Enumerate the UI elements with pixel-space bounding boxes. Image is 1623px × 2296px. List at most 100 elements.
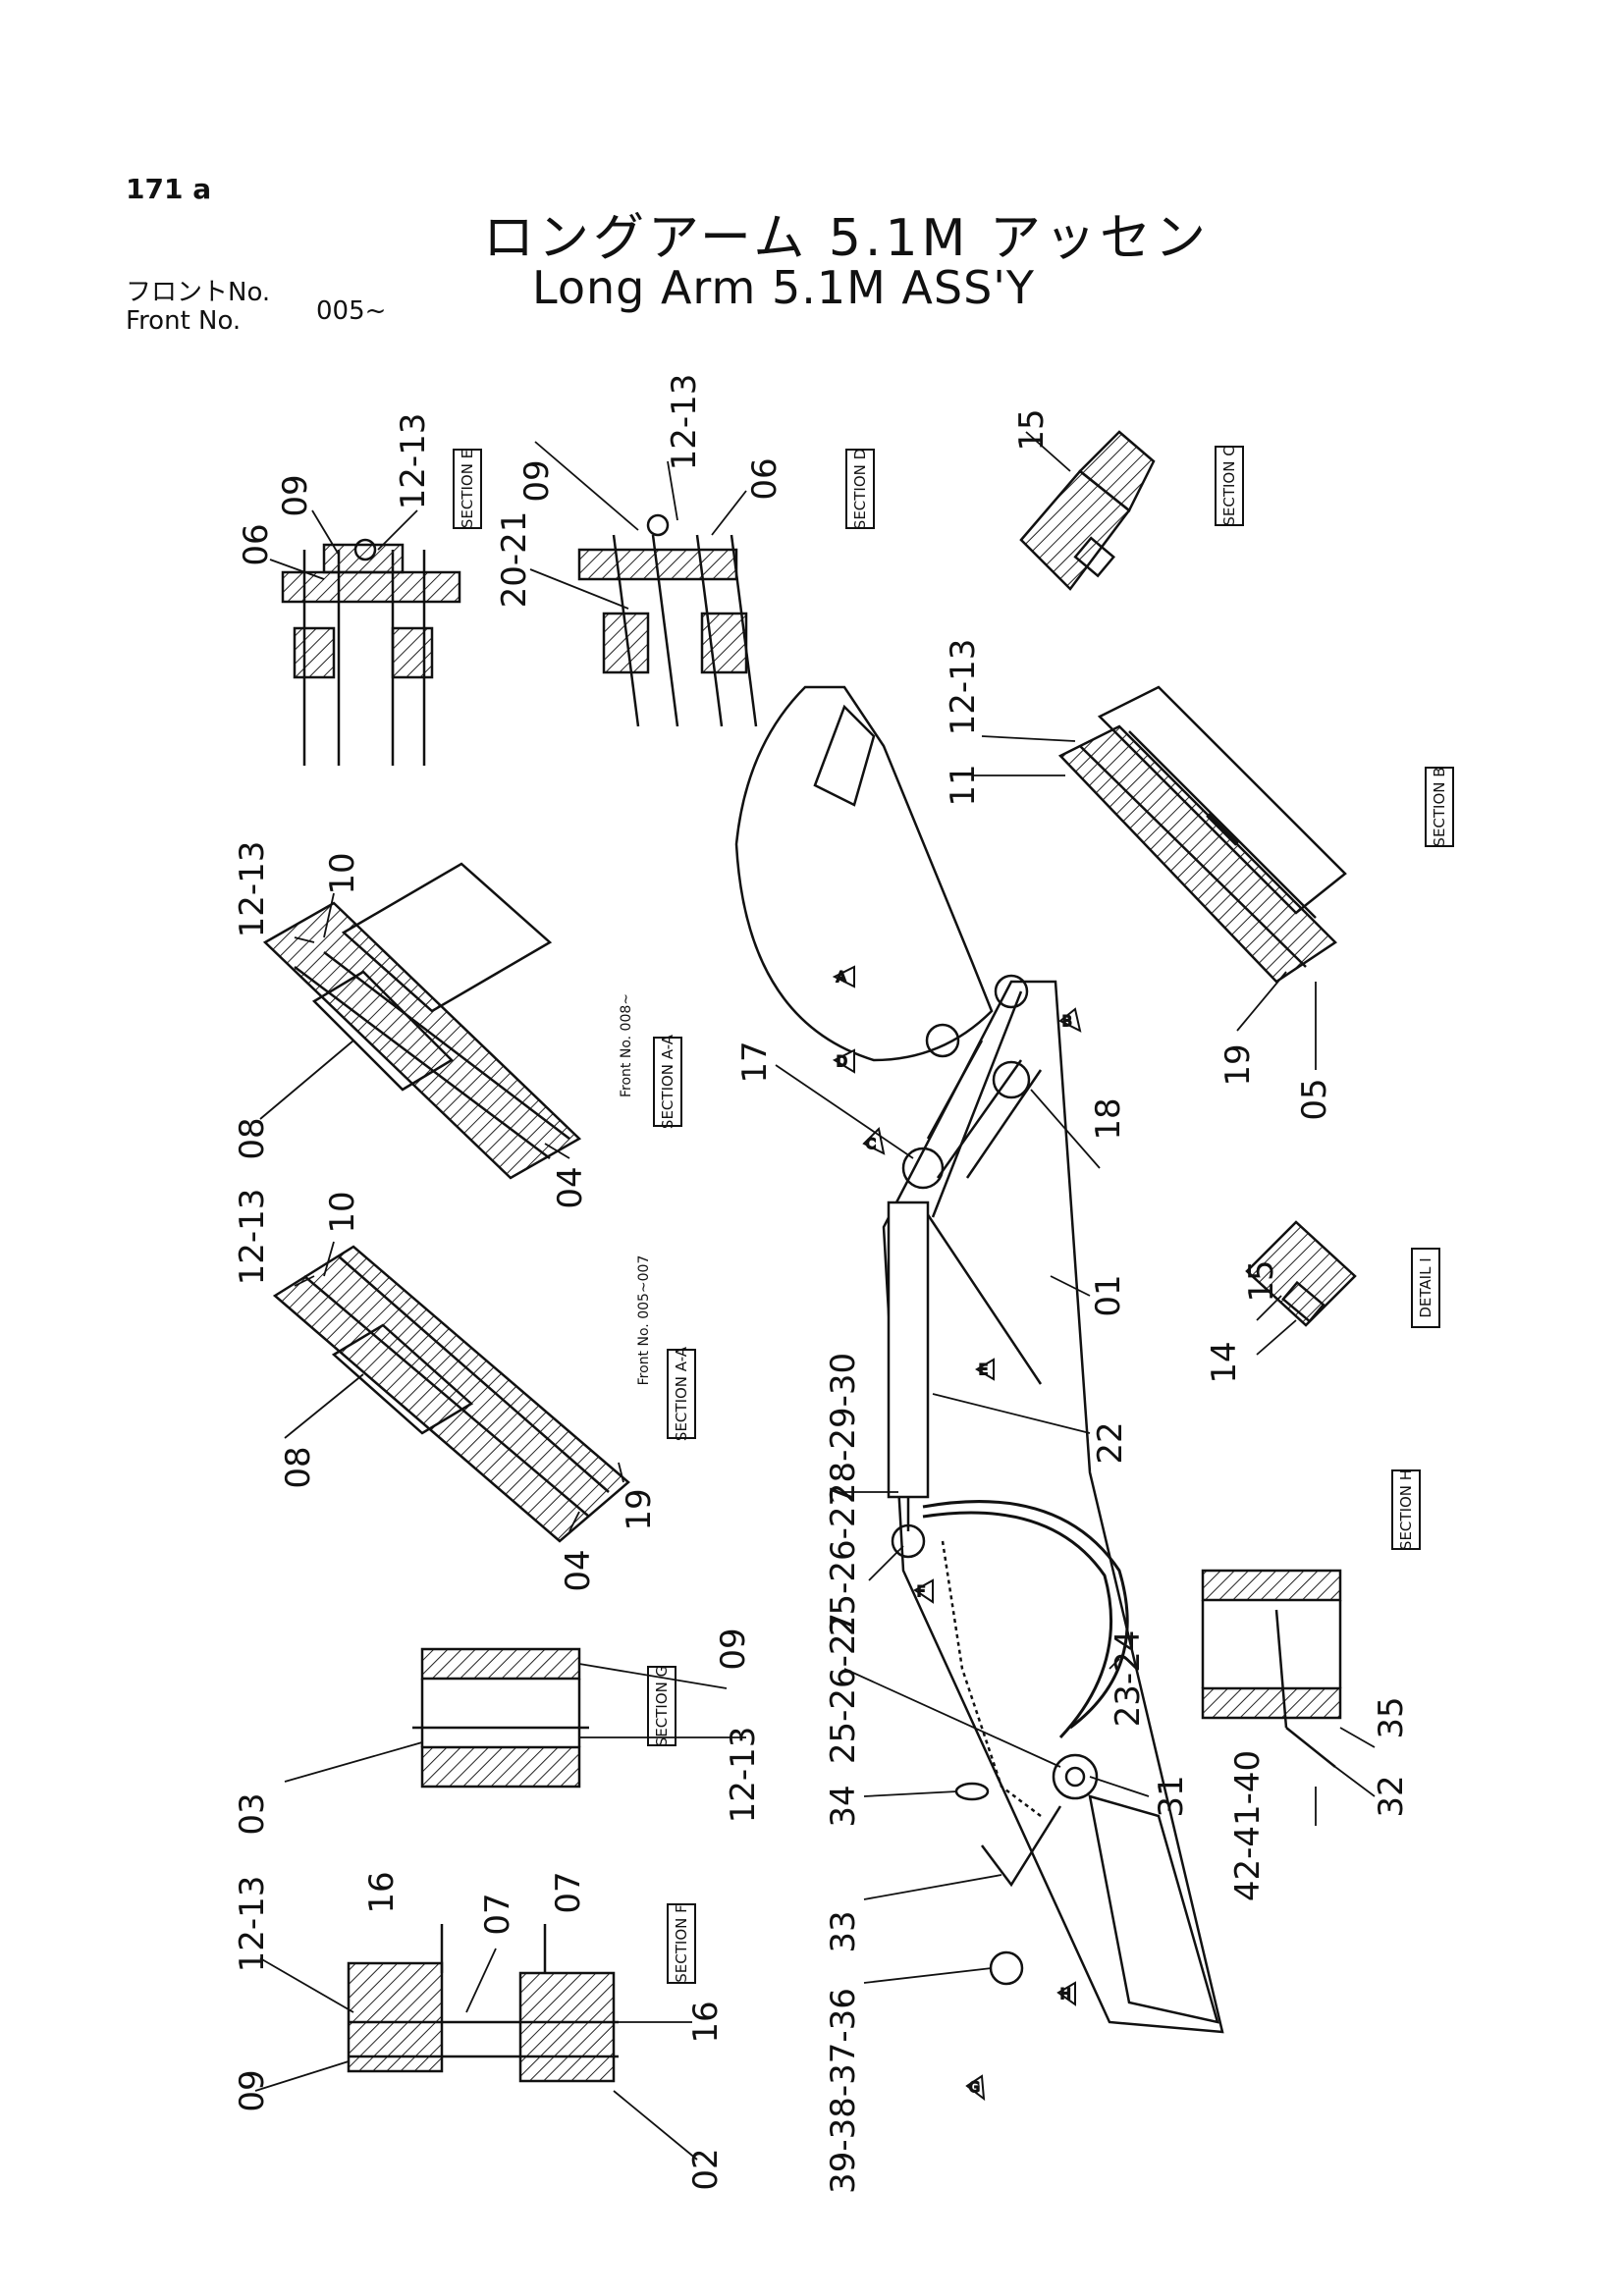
view-marker-b: B	[1058, 1007, 1082, 1033]
label-i-15: 15	[1242, 1259, 1281, 1302]
label-main-34: 34	[824, 1785, 863, 1827]
label-c-15: 15	[1012, 408, 1052, 451]
detail-i-view	[1245, 1220, 1357, 1327]
section-e-view	[281, 538, 461, 766]
section-aa-lower-view	[272, 1245, 630, 1543]
view-marker-g: G	[965, 2074, 986, 2102]
label-b-05: 05	[1295, 1078, 1334, 1120]
label-a1-08: 08	[233, 1117, 272, 1159]
label-main-22: 22	[1091, 1421, 1130, 1464]
view-marker-d: D	[832, 1048, 855, 1074]
svg-text:SECTION B: SECTION B	[1431, 767, 1448, 846]
part-labels: 09 12-13 06 09 12-13 06 20-21 15 12-13 1…	[233, 374, 1411, 2194]
label-g-16: 16	[362, 1871, 402, 1913]
note-front-008: Front No. 008~	[619, 993, 634, 1097]
label-a2-19: 19	[620, 1488, 659, 1530]
view-markers: A B C D E F H G	[832, 965, 1082, 2102]
svg-text:B: B	[1062, 1014, 1072, 1030]
svg-text:SECTION D: SECTION D	[851, 449, 869, 529]
svg-text:SECTION H: SECTION H	[1397, 1469, 1415, 1550]
label-h-42-41-40: 42-41-40	[1228, 1750, 1268, 1901]
label-g-12-13: 12-13	[724, 1727, 763, 1824]
label-f-07: 07	[478, 1893, 517, 1935]
label-d-06: 06	[745, 457, 784, 500]
svg-text:A: A	[837, 970, 846, 986]
svg-text:E: E	[979, 1362, 988, 1378]
view-marker-h: H	[1056, 1981, 1076, 2006]
section-e-box: SECTION E	[453, 449, 482, 529]
svg-text:SECTION A-A: SECTION A-A	[673, 1346, 690, 1441]
front-number-label: フロントNo. Front No.	[126, 279, 270, 336]
front-number-value: 005~	[316, 296, 387, 326]
section-aa-lower-box: SECTION A-A	[667, 1346, 696, 1441]
svg-text:G: G	[969, 2080, 980, 2096]
section-aa-upper-box: SECTION A-A	[653, 1034, 682, 1129]
section-g-view	[412, 1647, 589, 1789]
section-b-view	[1057, 685, 1347, 984]
label-d-20-21: 20-21	[495, 511, 534, 609]
svg-text:SECTION E: SECTION E	[459, 450, 476, 528]
label-i-14: 14	[1205, 1341, 1244, 1383]
section-c-view	[1019, 430, 1156, 591]
label-b-11: 11	[944, 764, 983, 806]
section-h-view	[1201, 1569, 1342, 1768]
label-main-31: 31	[1152, 1775, 1191, 1817]
label-main-28-29-30: 28-29-30	[824, 1353, 863, 1504]
label-a2-10: 10	[323, 1191, 362, 1233]
label-d-12-13: 12-13	[665, 374, 704, 471]
label-g-03: 03	[233, 1792, 272, 1835]
label-f-09: 09	[233, 2069, 272, 2111]
label-main-33: 33	[824, 1910, 863, 1952]
svg-text:SECTION G: SECTION G	[653, 1666, 671, 1746]
label-b-19: 19	[1218, 1043, 1258, 1086]
label-e-12-13: 12-13	[394, 413, 433, 510]
leader-lines	[254, 431, 1376, 2161]
svg-text:D: D	[837, 1054, 847, 1070]
label-f-16: 16	[686, 2001, 726, 2043]
label-b-12-13: 12-13	[944, 639, 983, 736]
svg-text:DETAIL I: DETAIL I	[1417, 1257, 1434, 1317]
section-aa-upper-view	[262, 862, 582, 1180]
label-main-18: 18	[1089, 1097, 1128, 1140]
label-main-01: 01	[1089, 1274, 1128, 1316]
label-h-35: 35	[1372, 1696, 1411, 1738]
label-a2-08: 08	[279, 1446, 318, 1488]
section-b-box: SECTION B	[1425, 767, 1454, 847]
label-g-09: 09	[714, 1628, 753, 1670]
main-arm-assembly	[734, 685, 1224, 2034]
label-d-09: 09	[517, 459, 557, 502]
label-a1-10: 10	[323, 852, 362, 894]
front-label-jp: フロントNo.	[126, 278, 271, 307]
label-f-12-13: 12-13	[233, 1876, 272, 1973]
label-a1-12-13: 12-13	[233, 841, 272, 938]
section-h-box: SECTION H	[1391, 1469, 1421, 1550]
svg-text:SECTION F: SECTION F	[673, 1904, 690, 1982]
svg-text:C: C	[866, 1137, 876, 1152]
svg-text:F: F	[917, 1584, 925, 1600]
label-main-17: 17	[735, 1041, 775, 1083]
label-a2-04: 04	[559, 1549, 598, 1591]
title-english: Long Arm 5.1M ASS'Y	[532, 261, 1036, 314]
section-g-box: SECTION G	[647, 1666, 676, 1746]
front-label-en: Front No.	[126, 306, 242, 336]
detail-i-box: DETAIL I	[1411, 1248, 1440, 1328]
label-e-06: 06	[237, 523, 276, 565]
label-a1-04: 04	[551, 1166, 590, 1208]
label-f-02: 02	[686, 2148, 726, 2190]
page-number: 171 a	[126, 173, 212, 205]
title-japanese: ロングアーム 5.1M アッセン	[483, 209, 1210, 268]
label-a2-12-13: 12-13	[233, 1189, 272, 1286]
section-f-view	[347, 1924, 619, 2083]
svg-text:H: H	[1060, 1987, 1071, 2002]
view-marker-f: F	[913, 1578, 934, 1604]
section-c-box: SECTION C	[1215, 446, 1244, 526]
section-d-view	[577, 513, 758, 727]
view-marker-e: E	[975, 1358, 995, 1381]
label-main-25-26-27: 25-26-27	[824, 1485, 863, 1636]
label-h-32: 32	[1372, 1775, 1411, 1817]
label-e-09: 09	[276, 474, 315, 516]
label-main-23-24: 23-24	[1109, 1630, 1148, 1728]
view-marker-a: A	[832, 965, 855, 988]
label-g-07: 07	[549, 1871, 588, 1913]
